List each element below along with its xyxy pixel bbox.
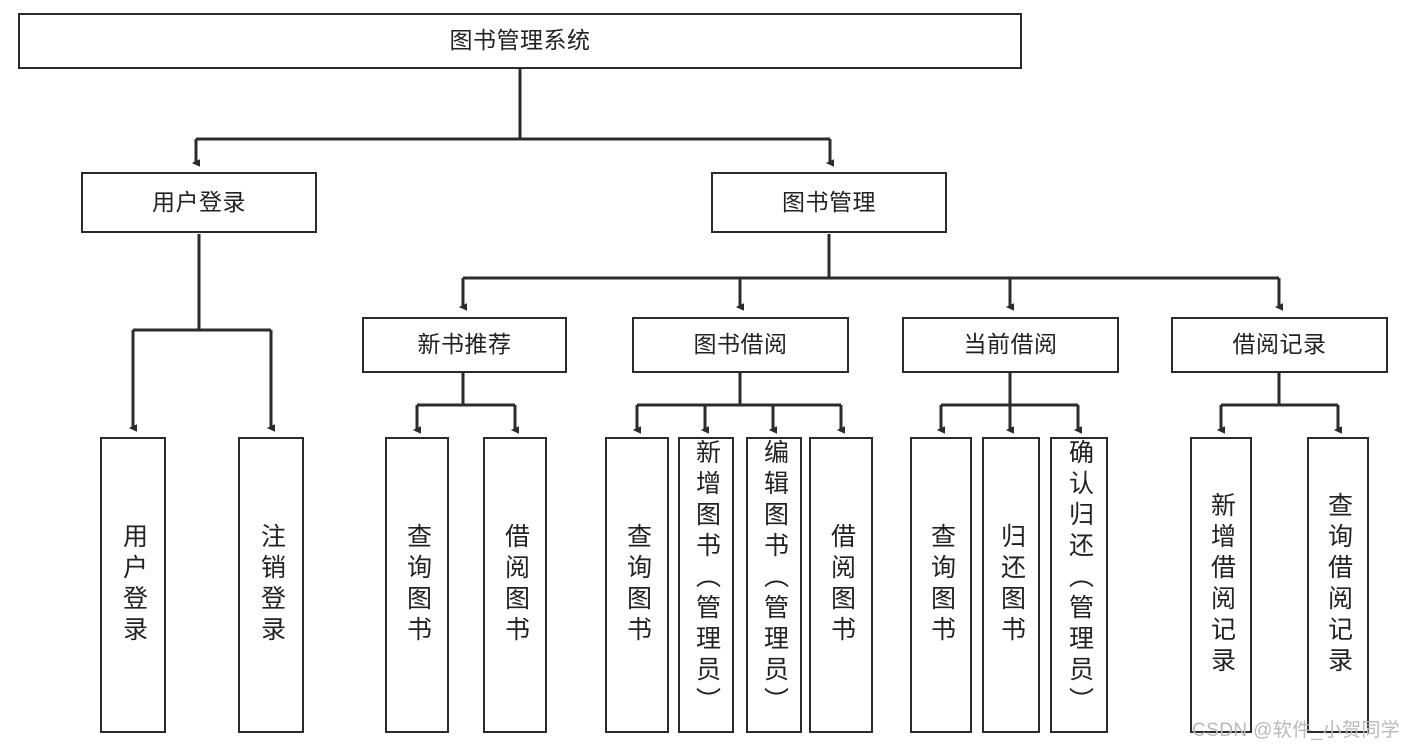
leaf-user-login-label: 用户登录 xyxy=(119,523,148,647)
node-book-manage-label: 图书管理 xyxy=(782,188,876,215)
leaf-return-book[interactable]: 归还图书 xyxy=(982,437,1040,733)
node-user-login[interactable]: 用户登录 xyxy=(81,172,317,233)
leaf-edit-book[interactable]: 编辑图书（管理员） xyxy=(746,437,802,733)
node-book-borrow-label: 图书借阅 xyxy=(693,331,788,358)
leaf-borrow-book-1-label: 借阅图书 xyxy=(501,523,530,647)
leaf-query-record[interactable]: 查询借阅记录 xyxy=(1307,437,1369,733)
leaf-query-book-1[interactable]: 查询图书 xyxy=(385,437,449,733)
node-root[interactable]: 图书管理系统 xyxy=(18,13,1022,69)
leaf-borrow-book-2-label: 借阅图书 xyxy=(827,523,856,647)
node-current-borrow-label: 当前借阅 xyxy=(963,331,1058,358)
leaf-add-record-label: 新增借阅记录 xyxy=(1207,492,1236,678)
leaf-query-book-3-label: 查询图书 xyxy=(927,523,956,647)
leaf-borrow-book-1[interactable]: 借阅图书 xyxy=(483,437,547,733)
node-book-manage[interactable]: 图书管理 xyxy=(711,172,947,233)
leaf-logout-label: 注销登录 xyxy=(257,523,286,647)
node-borrow-record[interactable]: 借阅记录 xyxy=(1171,317,1388,373)
node-new-book-recommend[interactable]: 新书推荐 xyxy=(362,317,567,373)
leaf-borrow-book-2[interactable]: 借阅图书 xyxy=(809,437,873,733)
node-root-label: 图书管理系统 xyxy=(449,27,591,54)
leaf-confirm-return[interactable]: 确认归还（管理员） xyxy=(1050,437,1108,733)
leaf-query-record-label: 查询借阅记录 xyxy=(1324,492,1353,678)
node-new-book-recommend-label: 新书推荐 xyxy=(417,331,512,358)
leaf-edit-book-label: 编辑图书（管理员） xyxy=(760,439,789,718)
leaf-confirm-return-label: 确认归还（管理员） xyxy=(1065,439,1094,718)
node-borrow-record-label: 借阅记录 xyxy=(1232,331,1327,358)
leaf-query-book-3[interactable]: 查询图书 xyxy=(910,437,972,733)
leaf-add-record[interactable]: 新增借阅记录 xyxy=(1190,437,1252,733)
node-user-login-label: 用户登录 xyxy=(152,188,246,215)
leaf-query-book-2-label: 查询图书 xyxy=(623,523,652,647)
leaf-add-book[interactable]: 新增图书（管理员） xyxy=(678,437,734,733)
node-book-borrow[interactable]: 图书借阅 xyxy=(632,317,849,373)
leaf-add-book-label: 新增图书（管理员） xyxy=(692,439,721,718)
leaf-user-login[interactable]: 用户登录 xyxy=(100,437,166,733)
leaf-query-book-1-label: 查询图书 xyxy=(403,523,432,647)
leaf-return-book-label: 归还图书 xyxy=(997,523,1026,647)
leaf-logout[interactable]: 注销登录 xyxy=(238,437,304,733)
leaf-query-book-2[interactable]: 查询图书 xyxy=(605,437,669,733)
node-current-borrow[interactable]: 当前借阅 xyxy=(902,317,1119,373)
